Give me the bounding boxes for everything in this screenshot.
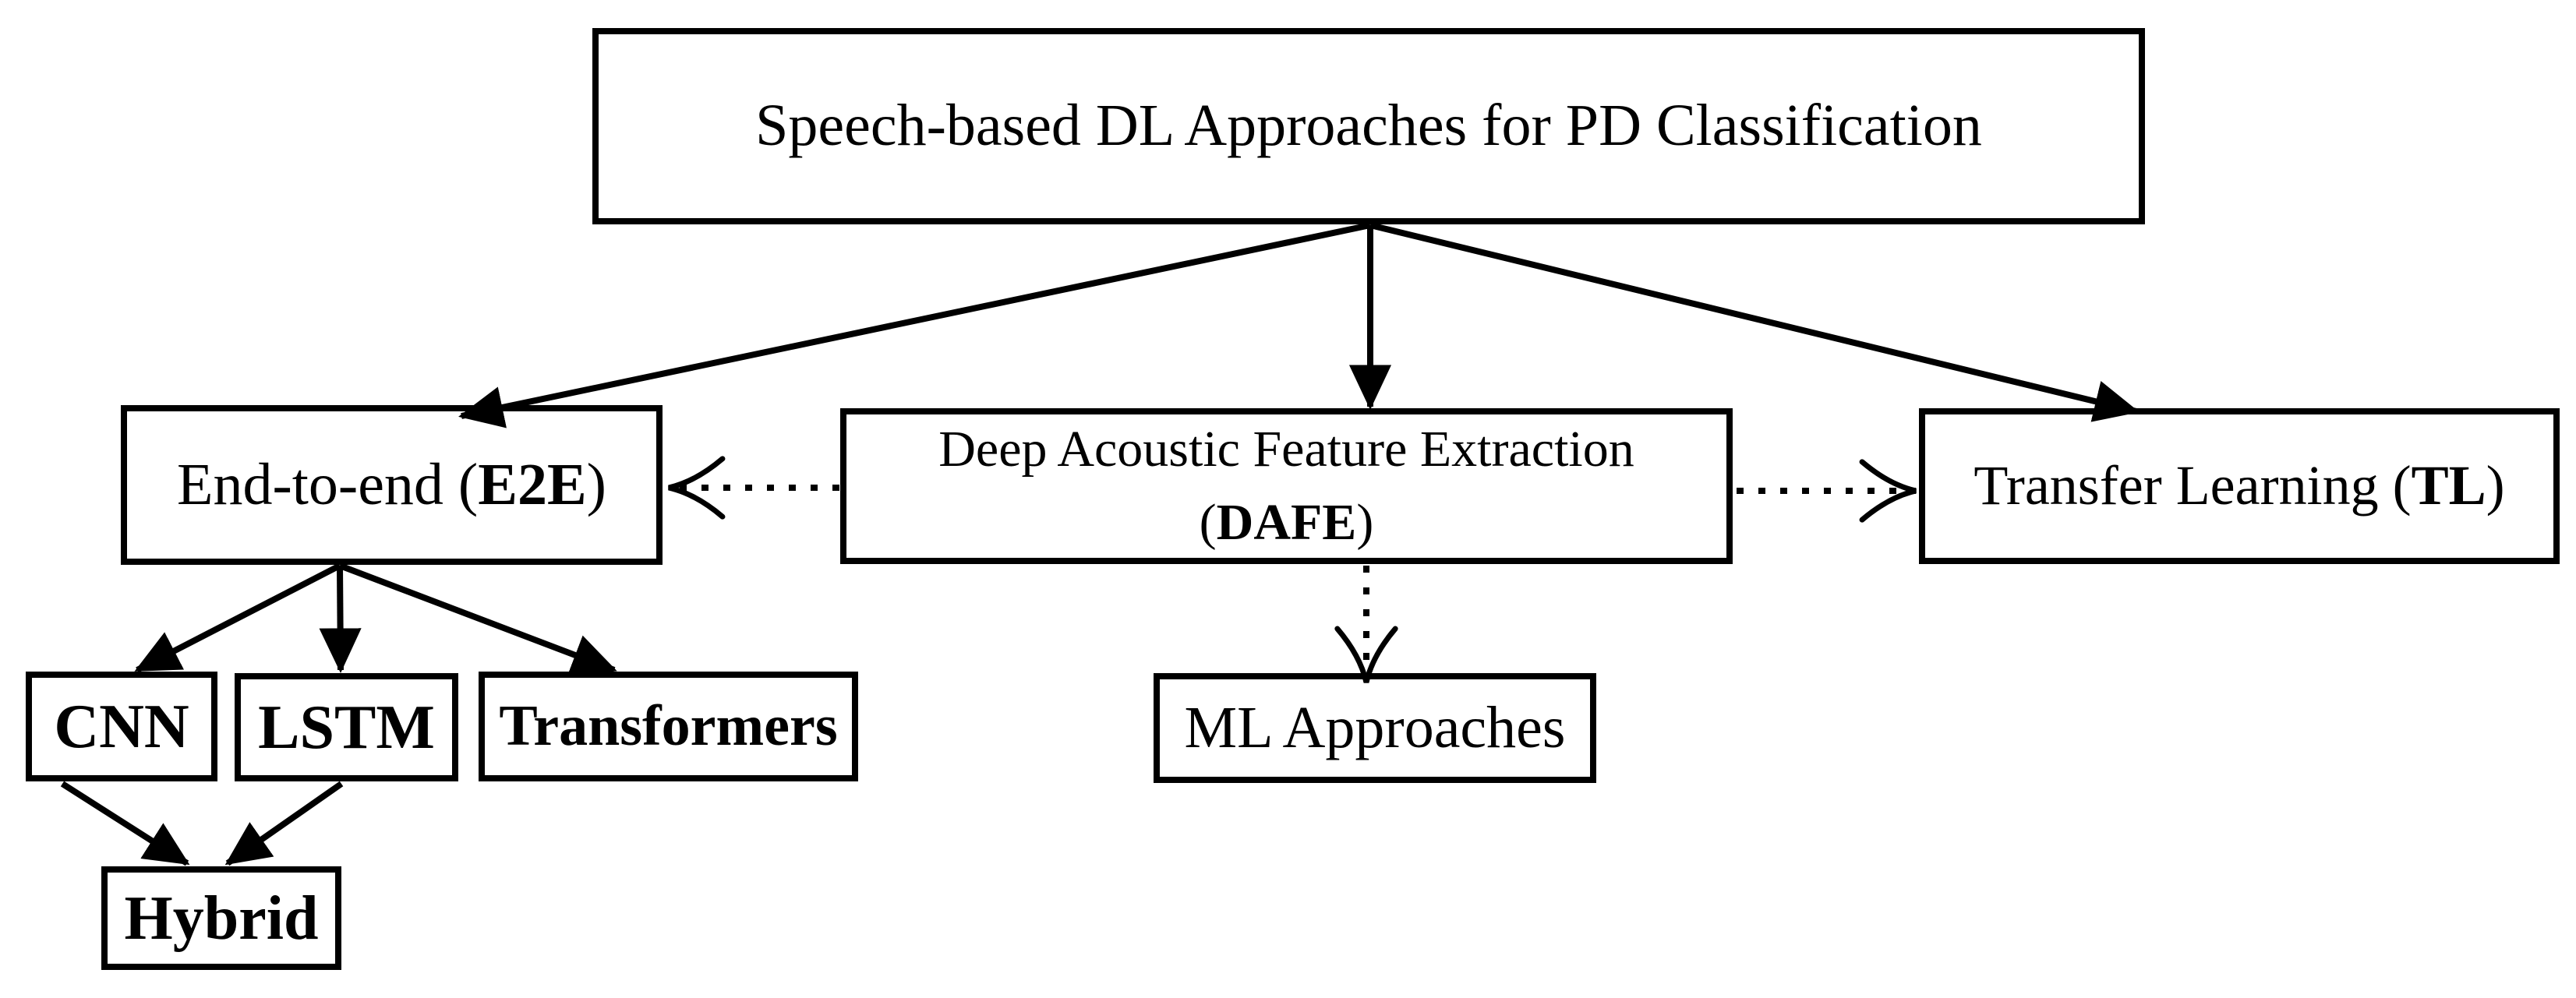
node-lstm: LSTM xyxy=(235,673,458,781)
node-root: Speech-based DL Approaches for PD Classi… xyxy=(592,28,2145,224)
node-end-to-end-label: End-to-end (E2E) xyxy=(177,451,606,517)
arrow-e2e-to-transformers xyxy=(338,562,617,675)
node-end-to-end: End-to-end (E2E) xyxy=(121,405,663,565)
node-transformers: Transformers xyxy=(479,672,858,781)
arrow-root-to-tl xyxy=(1369,222,2140,422)
arrow-lstm-to-hybrid xyxy=(224,781,344,866)
arrow-e2e-to-lstm xyxy=(319,565,362,674)
arrow-root-to-e2e xyxy=(458,222,1371,428)
node-hybrid-label: Hybrid xyxy=(124,883,319,953)
node-dafe-line1: Deep Acoustic Feature Extraction xyxy=(938,421,1634,478)
node-ml-approaches: ML Approaches xyxy=(1154,673,1596,783)
node-lstm-label: LSTM xyxy=(258,693,435,762)
node-dafe: Deep Acoustic Feature Extraction (DAFE) xyxy=(840,408,1733,564)
node-ml-approaches-label: ML Approaches xyxy=(1184,694,1566,760)
node-dafe-line2: (DAFE) xyxy=(1199,494,1374,551)
node-root-label: Speech-based DL Approaches for PD Classi… xyxy=(755,93,1982,159)
node-hybrid: Hybrid xyxy=(101,866,341,970)
arrow-e2e-to-cnn xyxy=(134,562,341,673)
arrow-cnn-to-hybrid xyxy=(60,781,190,866)
node-transfer-learning: Transfer Learning (TL) xyxy=(1919,408,2560,564)
node-transformers-label: Transformers xyxy=(499,693,838,758)
node-cnn-label: CNN xyxy=(54,692,189,761)
node-cnn: CNN xyxy=(26,672,217,781)
node-transfer-learning-label: Transfer Learning (TL) xyxy=(1974,454,2505,517)
